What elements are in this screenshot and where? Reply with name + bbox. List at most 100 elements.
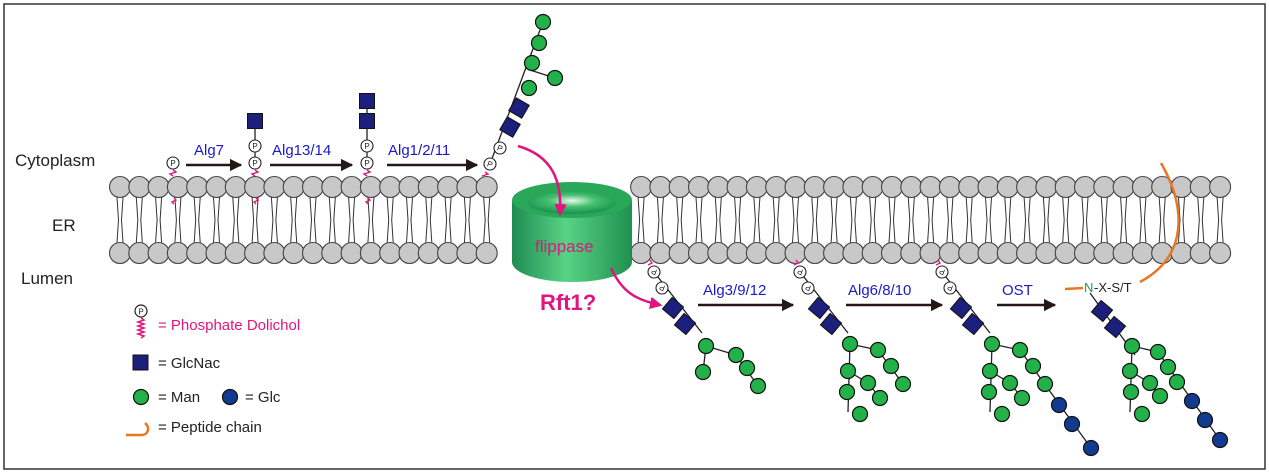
lipid-head-outer: [842, 175, 865, 199]
mannose: [534, 13, 552, 31]
lipid-tail: [1120, 197, 1128, 221]
lipid-tail: [1139, 219, 1147, 243]
lipid-head-outer: [244, 175, 267, 199]
lipid-head-inner: [1189, 241, 1212, 265]
mannose: [871, 389, 889, 407]
lipid-pair: [803, 175, 826, 265]
lipid-tail: [849, 197, 857, 221]
lipid-tail: [483, 219, 491, 243]
lumen-man5glcnac2: PP: [647, 259, 767, 395]
lipid-tail: [927, 219, 935, 243]
dolichol-anchor: [168, 169, 178, 177]
glucose: [1082, 439, 1100, 457]
lipid-head-outer: [321, 175, 344, 199]
lipid-head-inner: [263, 241, 286, 265]
mannose: [1141, 374, 1159, 392]
legend-glcnac-icon: [132, 354, 149, 371]
lipid-head-outer: [823, 175, 846, 199]
lipid-pair: [1170, 175, 1193, 265]
lipid-tail: [734, 197, 742, 221]
lipid-head-inner: [803, 241, 826, 265]
lipid-head-outer: [977, 175, 1000, 199]
lipid-head-outer: [147, 175, 170, 199]
phosphate-circle: [360, 156, 374, 170]
phosphate: P: [483, 157, 497, 171]
lipid-head-outer: [475, 175, 498, 199]
phosphate-circle: [493, 141, 507, 155]
lipid-head-inner: [398, 241, 421, 265]
phosphate-label: P: [170, 159, 175, 168]
phosphate: P: [655, 281, 669, 295]
phosphate-circle: [166, 156, 180, 170]
enzyme-alg13-14: Alg13/14: [272, 142, 331, 159]
lipid-pair: [1016, 175, 1039, 265]
phosphate: P: [248, 156, 262, 170]
lipid-pair: [1112, 175, 1135, 265]
phosphate: P: [248, 139, 262, 153]
flippase-label: flippase: [535, 237, 594, 256]
lipid-tail: [386, 197, 394, 221]
lipid-tail: [734, 219, 742, 243]
lipid-pair: [398, 175, 421, 265]
mannose: [738, 359, 756, 377]
dolichol-anchor: [481, 171, 490, 177]
lipid-head-inner: [282, 241, 305, 265]
mannose: [530, 34, 548, 52]
lipid-tail: [985, 197, 992, 221]
lipid-head-outer: [263, 175, 286, 199]
lipid-tail: [714, 197, 722, 221]
mannose: [983, 335, 1001, 353]
lipid-pair: [900, 175, 923, 265]
lipid-head-outer: [340, 175, 363, 199]
lipid-tail: [772, 197, 780, 221]
lipid-pair: [765, 175, 788, 265]
lipid-pair: [340, 175, 363, 265]
phosphate-circle: [248, 139, 262, 153]
lipid-tail: [483, 197, 491, 221]
lipid-head-outer: [1189, 175, 1212, 199]
lipid-tail: [232, 219, 240, 243]
lipid-tail: [1023, 219, 1031, 243]
lipid-head-inner: [417, 241, 440, 265]
lipid-head-inner: [1093, 241, 1116, 265]
lipid-head-outer: [707, 175, 730, 199]
dolichol-anchor: [362, 169, 372, 177]
lipid-head-outer: [186, 175, 209, 199]
lipid-head-outer: [1054, 175, 1077, 199]
enzyme-alg3-9-12: Alg3/9/12: [703, 282, 766, 299]
lipid-head-outer: [630, 175, 653, 199]
mannose: [1121, 362, 1139, 380]
lipid-head-outer: [379, 175, 402, 199]
lipid-pair: [301, 175, 325, 265]
lipid-tail: [656, 219, 664, 243]
lipid-pair: [224, 175, 247, 265]
lipid-tail: [213, 197, 220, 221]
mannose: [694, 363, 712, 381]
lipid-head-outer: [687, 175, 711, 199]
lipid-tail: [888, 219, 896, 243]
enzyme-ost: OST: [1002, 282, 1033, 299]
lipid-head-outer: [880, 175, 904, 199]
mannose: [749, 377, 767, 395]
lipid-tail: [328, 197, 336, 221]
lipid-tail: [792, 197, 799, 221]
phosphate-label: P: [946, 282, 954, 292]
phosphate-label: P: [804, 282, 812, 292]
mannose: [993, 405, 1011, 423]
lipid-pair: [1151, 175, 1174, 265]
phosphate-label: P: [364, 142, 369, 151]
lipid-pair: [880, 175, 904, 265]
lipid-head-inner: [1112, 241, 1135, 265]
lipid-head-inner: [861, 241, 884, 265]
legend-peptide-icon: [126, 422, 150, 437]
lipid-head-outer: [861, 175, 884, 199]
lipid-head-inner: [301, 241, 325, 265]
lipid-tail: [1042, 219, 1050, 243]
lipid-tail: [656, 197, 664, 221]
lipid-pair: [823, 175, 846, 265]
glcnac: [499, 116, 521, 138]
lipid-pair: [321, 175, 344, 265]
lipid-pair: [147, 175, 170, 265]
